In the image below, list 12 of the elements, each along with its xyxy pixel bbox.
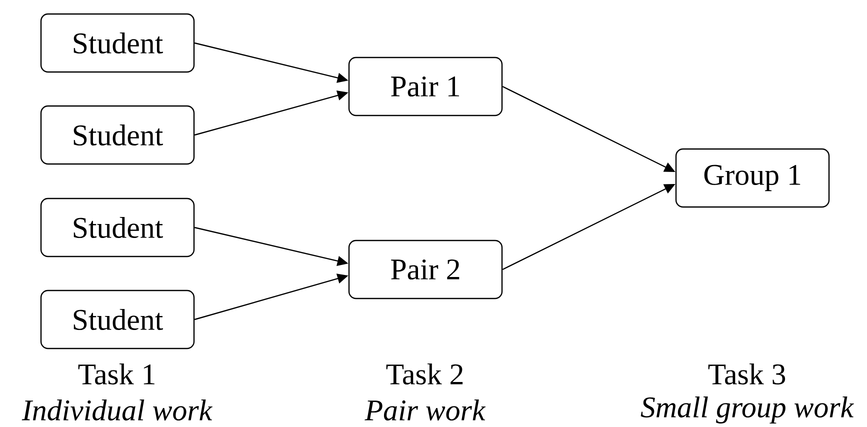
- process-box: Pair 1: [348, 56, 503, 116]
- column-label: Small group work: [640, 396, 854, 424]
- process-box: Student: [40, 198, 195, 258]
- process-box: Group 1: [675, 148, 830, 208]
- process-box: Student: [40, 105, 195, 165]
- column-label: Pair work: [364, 400, 486, 421]
- column-label: Task 2: [386, 364, 463, 385]
- process-box: Student: [40, 13, 195, 73]
- column-label: Task 3: [708, 364, 786, 385]
- process-box: Student: [40, 290, 195, 350]
- column-label: Individual work: [22, 399, 212, 421]
- process-box: Pair 2: [348, 240, 503, 300]
